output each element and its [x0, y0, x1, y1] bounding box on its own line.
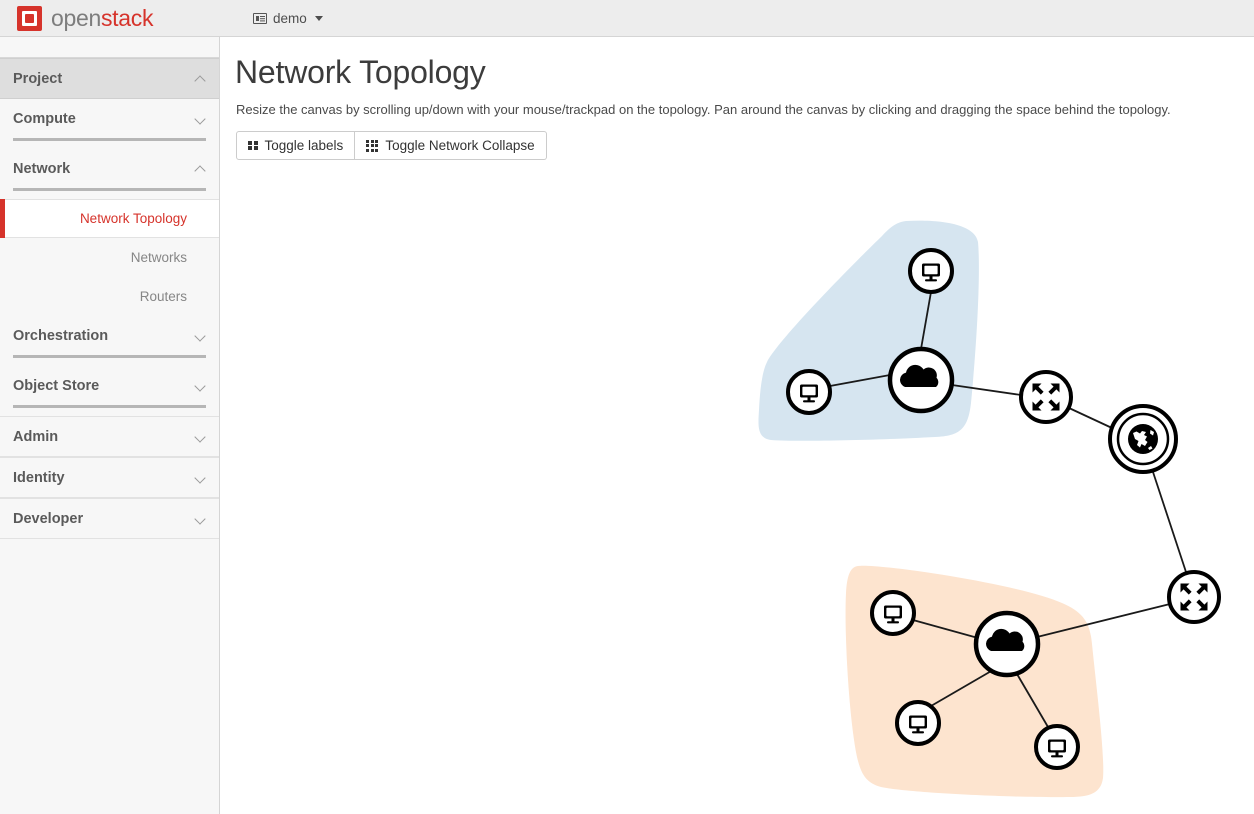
instance-node-2[interactable] [786, 369, 832, 415]
link-inst3-netorange [912, 619, 979, 639]
sidebar-item-network-topology-label: Network Topology [79, 211, 187, 226]
sidebar-section-project[interactable]: Project [0, 58, 219, 99]
sidebar-section-orchestration[interactable]: Orchestration [0, 316, 219, 358]
grid-3x3-icon [366, 139, 379, 152]
chevron-down-icon [195, 513, 206, 524]
brand-stack-text: stack [100, 4, 154, 31]
sidebar-section-orchestration-label: Orchestration [13, 327, 109, 344]
chevron-down-icon [195, 113, 206, 124]
link-router2-netorange [1036, 603, 1171, 638]
sidebar-section-developer[interactable]: Developer [0, 498, 219, 539]
sidebar-divider [13, 355, 206, 358]
network-node-blue[interactable] [887, 346, 955, 414]
sidebar-item-routers-label: Routers [139, 289, 187, 304]
toggle-network-collapse-button[interactable]: Toggle Network Collapse [355, 131, 547, 160]
top-header-bar: openstack demo [0, 0, 1254, 37]
sidebar-item-networks-label: Networks [130, 250, 187, 265]
network-node-orange[interactable] [973, 610, 1041, 678]
router-node-2[interactable] [1167, 570, 1221, 624]
link-inst5-netorange [1016, 673, 1049, 728]
topology-canvas[interactable] [221, 167, 1254, 814]
sidebar-divider [13, 188, 206, 191]
chevron-down-icon [195, 380, 206, 391]
chevron-up-icon [195, 73, 206, 84]
instance-node-1[interactable] [908, 248, 954, 294]
caret-down-icon [314, 16, 323, 21]
router-node-1[interactable] [1019, 370, 1073, 424]
sidebar-section-identity-label: Identity [13, 469, 65, 486]
sidebar-top-strip [0, 37, 219, 58]
link-router1-extnet [1068, 407, 1113, 429]
topology-toolbar: Toggle labels Toggle Network Collapse [236, 131, 547, 160]
instance-node-5[interactable] [1034, 724, 1080, 770]
grid-2x2-icon [248, 140, 258, 151]
main-content: Network Topology Resize the canvas by sc… [221, 37, 1254, 814]
project-list-icon [253, 13, 267, 24]
chevron-up-icon [195, 163, 206, 174]
sidebar-section-project-label: Project [13, 70, 63, 87]
toggle-labels-label: Toggle labels [264, 138, 344, 153]
openstack-mark-icon [17, 5, 42, 31]
page-description: Resize the canvas by scrolling up/down w… [236, 102, 1171, 117]
link-extnet-router2 [1152, 471, 1187, 573]
sidebar-section-compute[interactable]: Compute [0, 99, 219, 141]
link-netblue-router1 [951, 384, 1022, 396]
sidebar-divider [13, 138, 206, 141]
link-inst1-netblue [920, 291, 932, 350]
chevron-down-icon [195, 472, 206, 483]
globe-icon [1128, 424, 1158, 454]
project-name-label: demo [273, 11, 307, 26]
toggle-labels-button[interactable]: Toggle labels [236, 131, 356, 160]
sidebar-divider [13, 405, 206, 408]
sidebar-section-object-store-label: Object Store [13, 377, 100, 394]
openstack-logo[interactable]: openstack [17, 0, 153, 37]
chevron-down-icon [195, 330, 206, 341]
sidebar-item-routers[interactable]: Routers [0, 277, 219, 316]
chevron-down-icon [195, 431, 206, 442]
brand-wordmark: openstack [51, 4, 154, 31]
topology-nodes [786, 248, 1221, 770]
external-network-node[interactable] [1108, 404, 1178, 474]
project-switcher-dropdown[interactable]: demo [249, 0, 327, 37]
link-inst4-netorange [930, 669, 994, 707]
sidebar-section-admin[interactable]: Admin [0, 416, 219, 457]
sidebar-section-developer-label: Developer [13, 510, 84, 527]
toggle-network-collapse-label: Toggle Network Collapse [385, 138, 535, 153]
sidebar-item-network-topology[interactable]: Network Topology [0, 199, 219, 238]
topology-links [829, 291, 1187, 728]
sidebar-item-networks[interactable]: Networks [0, 238, 219, 277]
sidebar-section-network-label: Network [13, 160, 71, 177]
sidebar-section-network[interactable]: Network [0, 149, 219, 191]
instance-node-3[interactable] [870, 590, 916, 636]
sidebar-section-compute-label: Compute [13, 110, 76, 127]
page-title: Network Topology [235, 54, 486, 90]
sidebar-section-identity[interactable]: Identity [0, 457, 219, 498]
brand-open-text: open [51, 4, 101, 31]
sidebar-section-admin-label: Admin [13, 428, 59, 445]
instance-node-4[interactable] [895, 700, 941, 746]
sidebar-nav: Project Compute Network Network Topology… [0, 37, 220, 814]
sidebar-section-object-store[interactable]: Object Store [0, 366, 219, 408]
link-inst2-netblue [829, 374, 891, 387]
